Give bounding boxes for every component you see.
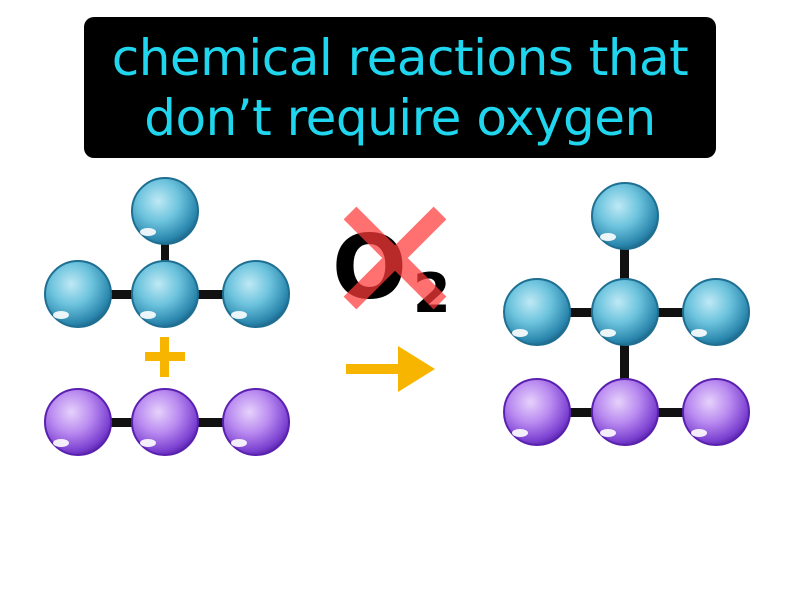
blue-atom (44, 260, 112, 328)
caption-line-2: don’t require oxygen (144, 88, 656, 147)
atom-highlight (600, 429, 616, 437)
purple-atom (591, 378, 659, 446)
blue-atom (222, 260, 290, 328)
cross-out-icon (343, 206, 447, 310)
atom-highlight (691, 429, 707, 437)
atom-highlight (140, 228, 156, 236)
blue-atom (591, 278, 659, 346)
plus-icon (145, 337, 185, 377)
atom-highlight (231, 439, 247, 447)
atom-highlight (140, 311, 156, 319)
caption-box: chemical reactions that don’t require ox… (84, 17, 716, 158)
arrow-right-icon (346, 346, 435, 392)
atom-highlight (231, 311, 247, 319)
blue-atom (131, 177, 199, 245)
atom-highlight (140, 439, 156, 447)
atom-highlight (512, 429, 528, 437)
blue-atom (503, 278, 571, 346)
caption-line-1: chemical reactions that (111, 28, 689, 87)
reactant-blue-molecule (44, 177, 290, 328)
atom-highlight (512, 329, 528, 337)
purple-atom (503, 378, 571, 446)
atom-highlight (691, 329, 707, 337)
purple-atom (222, 388, 290, 456)
blue-atom (682, 278, 750, 346)
product-molecule (503, 182, 750, 446)
reactant-purple-molecule (44, 388, 290, 456)
atom-highlight (600, 329, 616, 337)
atom-highlight (600, 233, 616, 241)
purple-atom (131, 388, 199, 456)
blue-atom (591, 182, 659, 250)
blue-atom (131, 260, 199, 328)
atom-highlight (53, 311, 69, 319)
purple-atom (682, 378, 750, 446)
purple-atom (44, 388, 112, 456)
atom-highlight (53, 439, 69, 447)
